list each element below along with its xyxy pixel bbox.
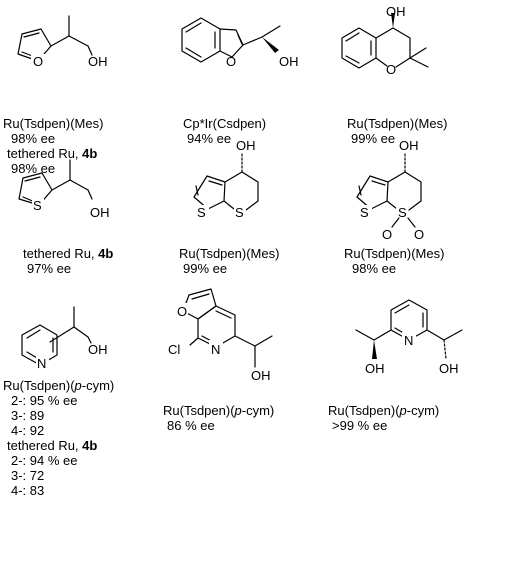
catalyst-text: tethered Ru, [7,438,83,453]
ee-value: 98% ee [352,261,397,276]
structure-benzofuryl-ethanol: O OH [181,17,299,69]
atom-oh: OH [365,361,385,376]
atom-o: O [414,227,424,242]
structure-furopyridine-ethanol: O N Cl OH [168,288,273,383]
ee-row: 3-: 89 [11,408,45,423]
caption-thienyl-ethanol: tethered Ru, 4b 97% ee [23,246,113,276]
catalyst-label-tethered: tethered Ru, 4b [3,438,114,453]
catalyst-label-tethered: tethered Ru, 4b [3,146,103,161]
structure-pyridyl-ethanol: N OH [21,306,108,371]
catalyst-label: Ru(Tsdpen)(p-cym) [3,378,114,393]
structure-furyl-ethanol: O OH [17,15,108,69]
ee-value: >99 % ee [332,418,388,433]
structure-bis-hydroxyethyl-pyridine: N OH OH [355,299,463,376]
atom-oh: OH [251,368,271,383]
compound-ref: 4b [82,146,98,161]
catalyst-label: Ru(Tsdpen)(Mes) [3,116,104,131]
ee-value: 99% ee [351,131,396,146]
catalyst-label: Ru(Tsdpen)(Mes) [344,246,445,261]
atom-oh: OH [90,205,110,220]
catalyst-text: -cym) [81,378,115,393]
atom-n: N [211,342,220,357]
catalyst-text: -cym) [241,403,275,418]
ee-row: 2-: 95 % ee [11,393,78,408]
ee-row: 2-: 94 % ee [11,453,78,468]
atom-cl: Cl [168,342,180,357]
atom-oh: OH [88,54,108,69]
catalyst-text: tethered Ru, [7,146,83,161]
compound-ref: 4b [98,246,114,261]
caption-chromanol: Ru(Tsdpen)(Mes) 99% ee [347,116,447,146]
atom-oh: OH [279,54,299,69]
atom-n: N [404,333,413,348]
caption-furyl-ethanol: Ru(Tsdpen)(Mes) 98% ee tethered Ru, 4b 9… [3,116,103,176]
catalyst-text: tethered Ru, [23,246,99,261]
catalyst-italic: p [399,403,407,418]
compound-ref: 4b [82,438,98,453]
ee-value: 98% ee [11,161,56,176]
atom-n: N [37,356,46,371]
catalyst-label: Cp*Ir(Csdpen) [183,116,267,131]
atom-s: S [398,205,407,220]
atom-oh: OH [88,342,108,357]
atom-s: S [197,205,206,220]
catalyst-label: Ru(Tsdpen)(Mes) [347,116,448,131]
catalyst-label: Ru(Tsdpen)(Mes) [179,246,280,261]
structure-thienothiopyranol: S S OH [193,138,259,220]
catalyst-italic: p [74,378,82,393]
atom-o: O [226,54,236,69]
catalyst-label: Ru(Tsdpen)(p-cym) [328,403,439,418]
atom-o: O [386,62,396,77]
catalyst-label: tethered Ru, 4b [23,246,113,261]
atom-s: S [33,198,42,213]
catalyst-label: Ru(Tsdpen)(p-cym) [163,403,274,418]
atom-oh: OH [399,138,419,153]
caption-thienothiopyranol-dioxide: Ru(Tsdpen)(Mes) 98% ee [344,246,444,276]
atom-oh: OH [236,138,256,153]
catalyst-text: Ru(Tsdpen)( [163,403,235,418]
ee-value: 94% ee [187,131,232,146]
ee-value: 99% ee [183,261,228,276]
catalyst-text: -cym) [406,403,440,418]
ee-value: 98% ee [11,131,56,146]
caption-furopyridine-ethanol: Ru(Tsdpen)(p-cym) 86 % ee [163,403,274,433]
ee-row: 3-: 72 [11,468,45,483]
catalyst-text: Ru(Tsdpen)( [3,378,75,393]
caption-benzofuryl-ethanol: Cp*Ir(Csdpen) 94% ee [183,116,266,146]
caption-pyridyl-ethanol: Ru(Tsdpen)(p-cym) 2-: 95 % ee 3-: 89 4-:… [3,378,114,498]
atom-oh: OH [386,4,406,19]
atom-o: O [382,227,392,242]
catalyst-text: Ru(Tsdpen)( [328,403,400,418]
atom-oh: OH [439,361,459,376]
ee-row: 4-: 92 [11,423,45,438]
atom-o: O [33,54,43,69]
catalyst-italic: p [234,403,242,418]
ee-value: 86 % ee [167,418,215,433]
structure-thienyl-ethanol: S OH [18,159,110,220]
caption-thienothiopyranol: Ru(Tsdpen)(Mes) 99% ee [179,246,279,276]
atom-s: S [360,205,369,220]
ee-row: 4-: 83 [11,483,45,498]
structure-thienothiopyranol-dioxide: S S O O OH [356,138,424,242]
atom-o: O [177,304,187,319]
caption-bis-hydroxyethyl-pyridine: Ru(Tsdpen)(p-cym) >99 % ee [328,403,439,433]
structure-chromanol: O OH [341,4,429,77]
ee-value: 97% ee [27,261,72,276]
atom-s: S [235,205,244,220]
